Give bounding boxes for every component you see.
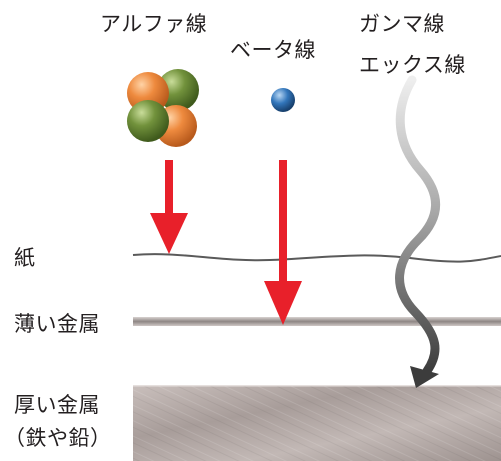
beta-particle-icon [271,88,295,112]
beta-ray-label: ベータ線 [230,38,316,62]
paper-sheet [132,253,501,263]
thick-metal-label: 厚い金属 [14,393,100,417]
alpha-particle-icon [127,69,199,147]
beta-arrow [264,160,302,325]
alpha-arrow [150,160,188,254]
gamma-ray-label: ガンマ線 [359,12,445,36]
thin-metal-label: 薄い金属 [14,312,100,336]
thick-metal-block [133,385,501,461]
alpha-ray-label: アルファ線 [100,12,208,36]
thin-metal-sheet [133,317,501,326]
x-ray-label: エックス線 [359,53,466,77]
thick-metal-examples-label: （鉄や鉛） [4,426,112,450]
gamma-xray-wave-arrow [395,75,440,388]
paper-label: 紙 [14,246,36,270]
